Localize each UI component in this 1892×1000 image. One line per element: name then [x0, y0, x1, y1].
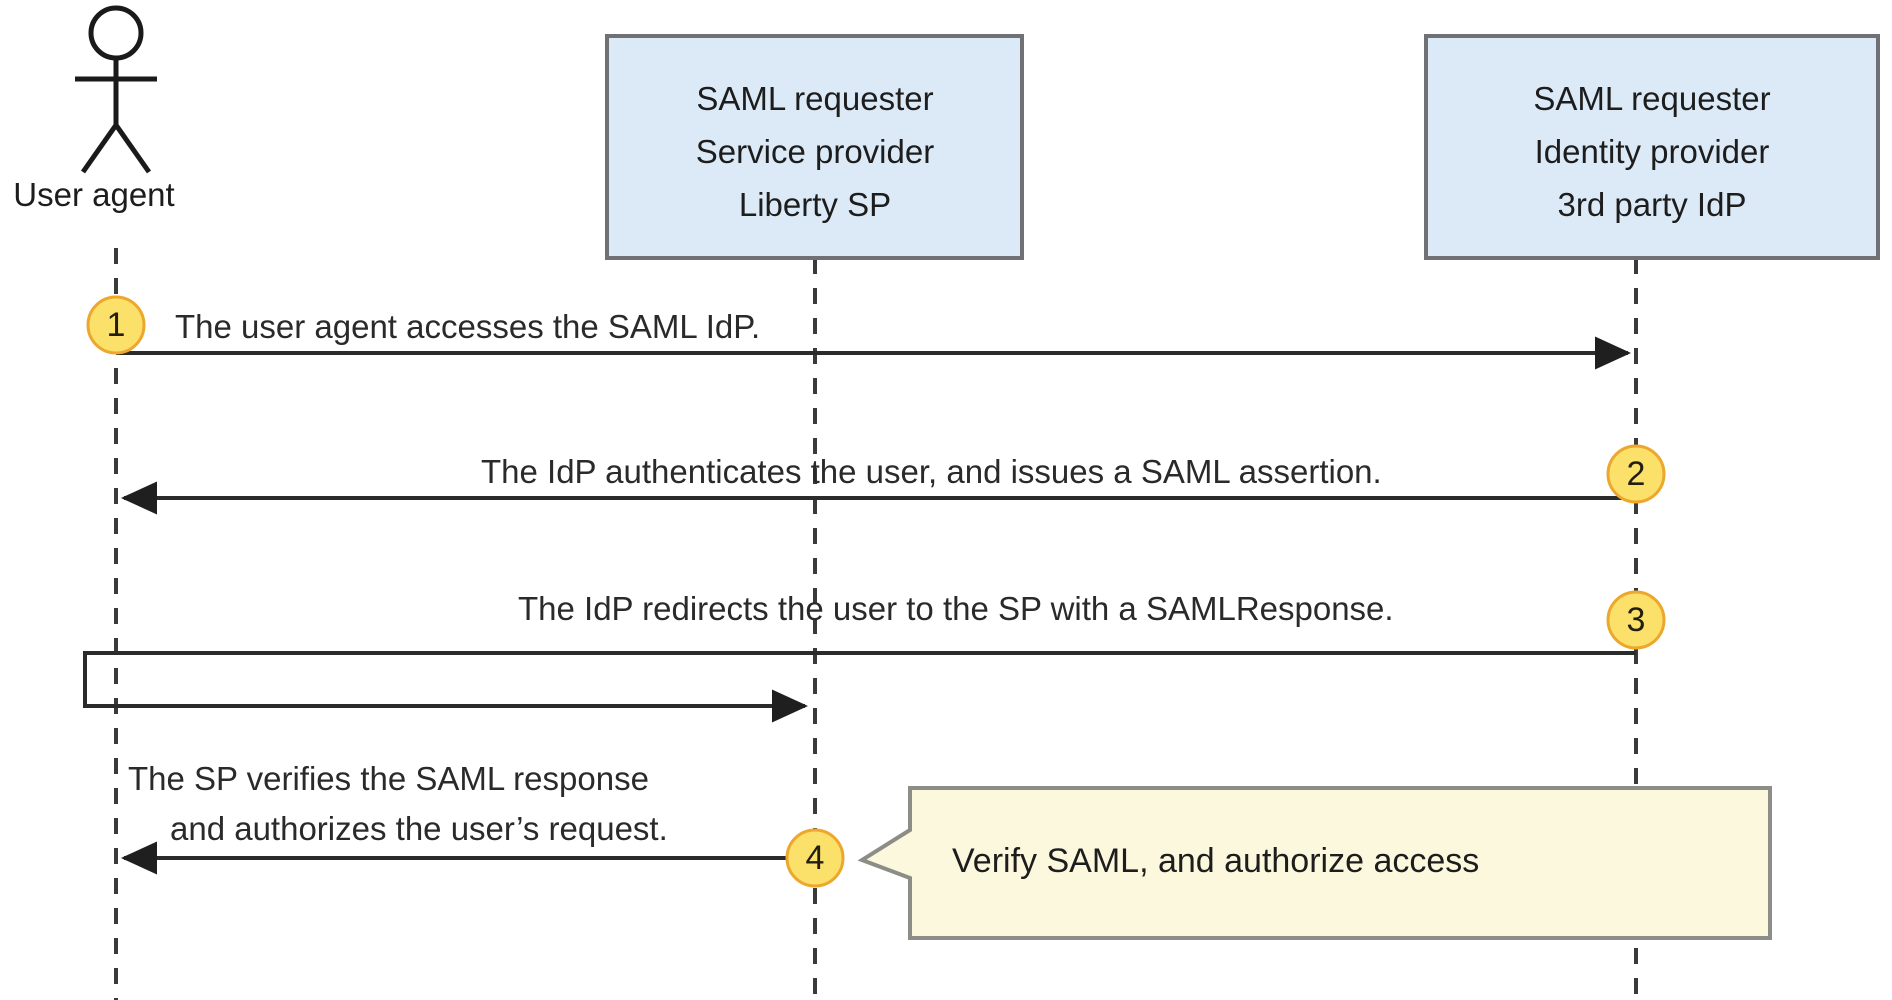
participant-box-service-provider [605, 34, 1024, 260]
message-3-badge [1606, 590, 1666, 650]
actor-user-agent[interactable]: User agent [13, 5, 175, 213]
message-3-arrow [83, 651, 1636, 723]
message-4-badge [785, 828, 845, 888]
note-text: Verify SAML, and authorize access [952, 842, 1479, 880]
participant-line-3: 3rd party IdP [1558, 186, 1747, 223]
participant-identity-provider[interactable]: SAML requester Identity provider 3rd par… [1424, 34, 1880, 260]
participant-line-1: SAML requester [696, 80, 933, 117]
actor-head-icon [88, 5, 144, 61]
message-1-badge [86, 295, 146, 355]
message-4-label-line-1: The SP verifies the SAML response [128, 760, 649, 797]
message-3-badge-number: 3 [1627, 601, 1646, 639]
participant-line-2: Service provider [696, 133, 934, 170]
message-2-badge [1606, 444, 1666, 504]
note-callout-shape [857, 786, 1772, 940]
message-2-badge-number: 2 [1627, 455, 1646, 493]
message-2[interactable]: The IdP authenticates the user, and issu… [121, 444, 1666, 515]
participant-box-identity-provider [1424, 34, 1880, 260]
actor-leg-left-icon [80, 123, 119, 174]
actor-leg-right-icon [113, 123, 152, 174]
message-1-badge-number: 1 [107, 306, 126, 344]
message-1[interactable]: The user agent accesses the SAML IdP. 1 [86, 295, 1631, 370]
note-verify-saml[interactable]: Verify SAML, and authorize access [857, 786, 1772, 940]
participant-line-2: Identity provider [1535, 133, 1770, 170]
participant-line-1: SAML requester [1533, 80, 1770, 117]
message-2-label: The IdP authenticates the user, and issu… [481, 453, 1382, 490]
message-3[interactable]: The IdP redirects the user to the SP wit… [83, 590, 1666, 723]
participant-service-provider[interactable]: SAML requester Service provider Liberty … [605, 34, 1024, 260]
message-4[interactable]: The SP verifies the SAML response and au… [121, 760, 845, 888]
message-4-label-line-2: and authorizes the user’s request. [170, 810, 668, 847]
message-1-label: The user agent accesses the SAML IdP. [175, 308, 760, 345]
participant-line-3: Liberty SP [739, 186, 891, 223]
actor-label-user-agent: User agent [13, 176, 174, 213]
message-3-label: The IdP redirects the user to the SP wit… [518, 590, 1394, 627]
message-4-badge-number: 4 [806, 839, 825, 877]
